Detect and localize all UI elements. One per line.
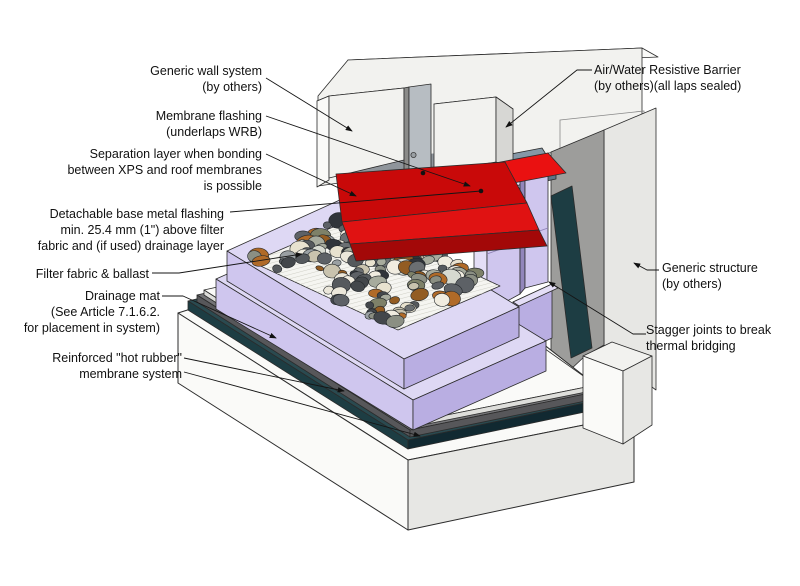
label-drainage-mat: Drainage mat (See Article 7.1.6.2. for p… [23, 289, 160, 335]
label-membrane-flashing: Membrane flashing (underlaps WRB) [155, 109, 262, 139]
label-generic-wall-system: Generic wall system (by others) [150, 64, 262, 94]
wall-system-panels [316, 83, 514, 188]
label-filter-fabric: Filter fabric & ballast [35, 267, 149, 281]
leader-lines [152, 69, 659, 437]
label-detachable-flashing: Detachable base metal flashing min. 25.4… [37, 207, 224, 253]
label-stagger-joints: Stagger joints to break thermal bridging [646, 323, 772, 353]
fastener-screw [410, 151, 417, 158]
label-separation-layer: Separation layer when bonding between XP… [67, 147, 262, 193]
wall-membrane-strip [550, 185, 593, 359]
label-air-water-barrier: Air/Water Resistive Barrier (by others)(… [594, 63, 742, 93]
base-metal-flashing [335, 152, 567, 262]
wall-footing [582, 341, 653, 445]
label-generic-structure: Generic structure (by others) [662, 261, 758, 291]
label-hot-rubber: Reinforced "hot rubber" membrane system [52, 351, 182, 381]
